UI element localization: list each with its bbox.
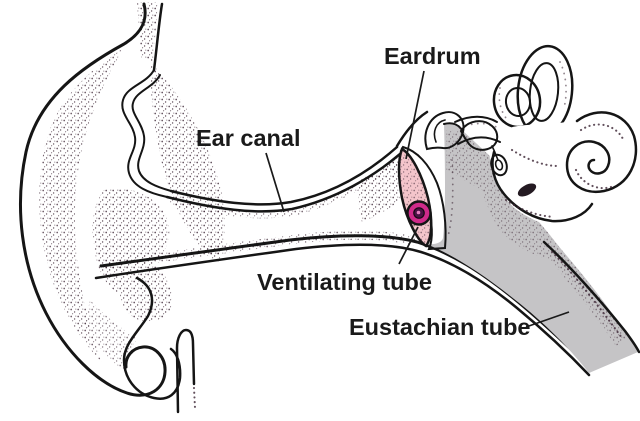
top-notch-shading: [137, 2, 158, 62]
concha-shading: [92, 188, 173, 322]
eustachian-tube-label: Eustachian tube: [349, 314, 531, 340]
helix-shading: [39, 48, 124, 362]
body-lower-contour: [491, 150, 594, 223]
ear-canal-label: Ear canal: [196, 125, 301, 151]
eustachian-tube-leader-line: [525, 311, 570, 328]
canal-lower-shading: [104, 230, 416, 270]
canal-top-inner-line: [165, 152, 402, 213]
attic-wall-line: [395, 110, 429, 148]
eustachian-right-edge: [542, 240, 640, 354]
cavity-stipple: [446, 130, 628, 346]
cavity-top-edge: [443, 122, 463, 131]
pinna-outer-ear: [18, 2, 225, 414]
ear-canal: [94, 145, 591, 377]
eardrum-assembly: [397, 145, 447, 251]
body-shading-dots: [504, 148, 560, 219]
malleus-head: [424, 111, 465, 151]
helix-root-line: [152, 2, 164, 72]
grommet-center-highlight: [416, 210, 421, 215]
pinna-outline: [18, 2, 167, 397]
tragus-front-line: [121, 69, 168, 198]
ear-canal-leader-line: [265, 152, 285, 213]
canal-top-outer-line: [169, 145, 399, 206]
antihelix-shading: [150, 62, 225, 263]
canal-end-shading: [358, 158, 400, 222]
incus-stapes-connector: [491, 145, 499, 161]
eardrum-label: Eardrum: [384, 43, 481, 69]
cochlea-spiral: [565, 111, 638, 194]
ventilating-tube-leader-line: [398, 226, 419, 265]
round-window: [517, 183, 537, 197]
hook-fade-dots: [192, 386, 197, 410]
tragus-back-line: [131, 74, 172, 192]
canal-floor-outer-line: [94, 243, 591, 377]
inner-ear: [454, 44, 638, 223]
eustachian-texture-dots: [550, 250, 624, 340]
concha-curl: [122, 276, 182, 400]
middle-ear-and-eustachian-tube: [426, 122, 640, 373]
ossicles: [395, 110, 499, 161]
labels: Eardrum Ear canal Ventilating tube Eusta…: [196, 43, 570, 340]
vestibule-left-tube-top: [454, 115, 498, 123]
intertragic-hook: [175, 328, 196, 414]
eardrum-leader-line: [405, 70, 425, 160]
ventilating-tube-grommet: [406, 200, 432, 226]
ventilating-tube-label: Ventilating tube: [257, 269, 432, 295]
